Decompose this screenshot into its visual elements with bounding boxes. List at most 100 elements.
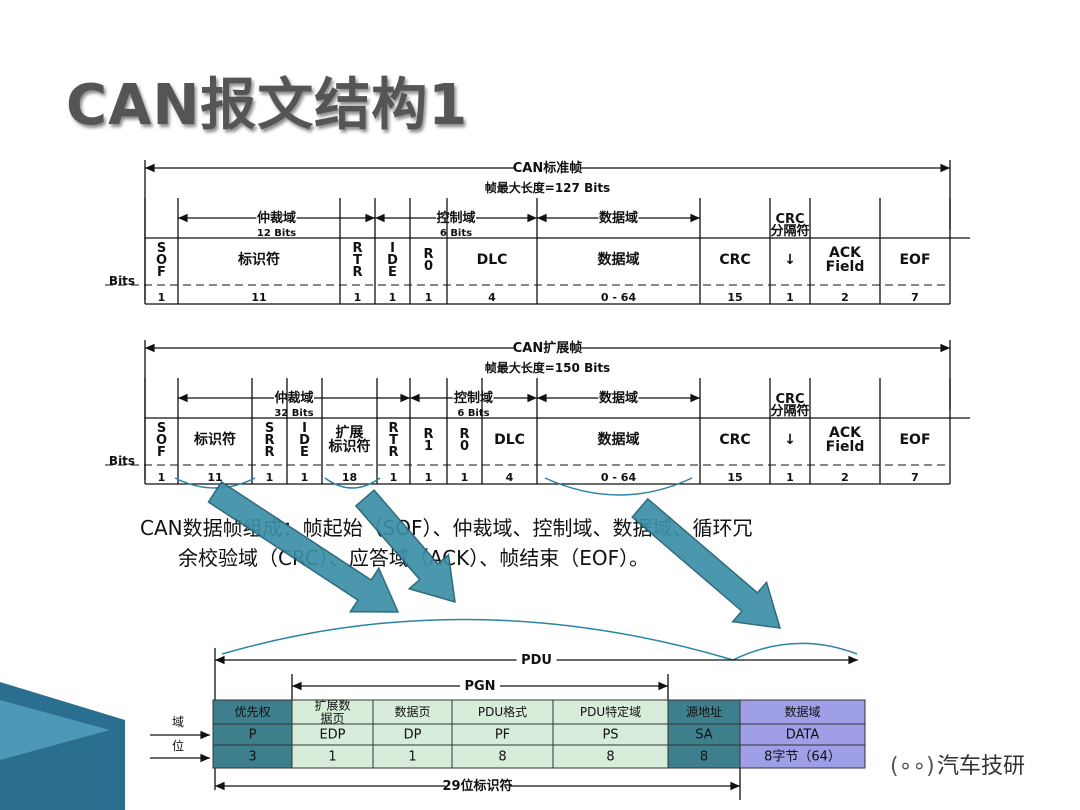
ext-frame-group-1-arrow-left bbox=[410, 393, 420, 403]
ext-frame-group-0-label: 仲裁域 bbox=[274, 390, 313, 406]
ext-frame-field-4-bits: 18 bbox=[342, 471, 357, 484]
brace-pdu-right bbox=[732, 642, 858, 661]
pgn-dim-label-bg bbox=[460, 677, 500, 695]
std-frame-group-1-arrow-right bbox=[527, 213, 537, 223]
j1939-bits-2: 1 bbox=[408, 749, 416, 764]
pdu-dim-label: PDU bbox=[521, 653, 552, 668]
ext-frame-group-2-arrow-left bbox=[537, 393, 547, 403]
j1939-header-4: PDU特定域 bbox=[580, 704, 641, 719]
std-frame-group-0-arrow-left bbox=[178, 213, 188, 223]
ext-frame-overall-label: CAN扩展帧 bbox=[513, 340, 582, 356]
row-label-bits: 位 bbox=[172, 738, 184, 753]
std-frame-group-0-size: 12 Bits bbox=[257, 228, 296, 239]
ext-frame-overall-arrow-left bbox=[145, 343, 155, 353]
std-frame-field-6-bits: 0 - 64 bbox=[601, 291, 637, 304]
std-frame-group-0-arrow-right bbox=[365, 213, 375, 223]
pgn-dim-arrow-right bbox=[658, 681, 668, 691]
ext-frame-field-8-label: DLC bbox=[494, 432, 525, 448]
j1939-abbrev-2: DP bbox=[404, 727, 422, 742]
pdu-dim-arrow-left bbox=[215, 655, 225, 665]
std-frame-maxlen: 帧最大长度=127 Bits bbox=[485, 180, 610, 195]
j1939-abbrev-4: PS bbox=[602, 727, 618, 742]
ext-frame-maxlen: 帧最大长度=150 Bits bbox=[485, 360, 610, 375]
id29-dim-label-bg bbox=[445, 777, 510, 795]
ext-frame-field-3-bits: 1 bbox=[301, 471, 309, 484]
ext-frame-field-9-bits: 0 - 64 bbox=[601, 471, 637, 484]
std-frame-field-10-bits: 7 bbox=[911, 291, 919, 304]
j1939-header-2: 数据页 bbox=[394, 704, 430, 719]
pdu-dim-arrow-right bbox=[848, 655, 858, 665]
ext-frame-overall-label-bg bbox=[515, 339, 580, 357]
std-frame-group-1-label: 控制域 bbox=[436, 210, 475, 226]
std-frame-field-2-bits: 1 bbox=[354, 291, 362, 304]
corner-decoration-light bbox=[0, 700, 110, 760]
pgn-dim-label: PGN bbox=[464, 679, 495, 694]
brace-pdu-left bbox=[221, 618, 734, 661]
j1939-header-5: 源地址 bbox=[686, 705, 722, 719]
ext-frame-field-12-bits: 2 bbox=[841, 471, 849, 484]
j1939-header-6: 数据域 bbox=[784, 704, 820, 719]
std-frame-overall-arrow-right bbox=[940, 163, 950, 173]
row-label-bits-arrowhead bbox=[200, 753, 210, 763]
j1939-bits-5: 8 bbox=[700, 749, 708, 764]
brace-ext-identifier bbox=[324, 477, 381, 489]
std-frame-field-7-label: CRC bbox=[719, 252, 750, 268]
slide-title: CAN报文结构1 bbox=[66, 73, 469, 138]
std-frame-field-0-bits: 1 bbox=[158, 291, 166, 304]
ext-frame-field-11-label: ↓ bbox=[784, 432, 796, 448]
j1939-header-1: 扩展数据页 bbox=[314, 698, 350, 726]
std-frame-field-9-bits: 2 bbox=[841, 291, 849, 304]
arrow-data bbox=[631, 497, 782, 629]
watermark: (∘∘) 汽车技研 bbox=[890, 748, 1025, 780]
ext-frame-group-2-label-bg bbox=[598, 389, 639, 407]
std-frame-field-10-label: EOF bbox=[899, 252, 930, 268]
std-frame-field-5-bits: 4 bbox=[488, 291, 496, 304]
j1939-bits-4: 8 bbox=[606, 749, 614, 764]
ext-frame-group-1-label: 控制域 bbox=[454, 390, 493, 406]
ext-frame-group-0-arrow-left bbox=[178, 393, 188, 403]
std-frame-field-4-bits: 1 bbox=[425, 291, 433, 304]
std-frame-field-1-label: 标识符 bbox=[237, 251, 280, 268]
std-frame-group-2-label-bg bbox=[598, 209, 639, 227]
ext-frame-group-1-size: 6 Bits bbox=[457, 408, 489, 419]
pgn-dim-arrow-left bbox=[292, 681, 302, 691]
ext-frame-field-13-bits: 7 bbox=[911, 471, 919, 484]
j1939-cell-4-0 bbox=[552, 699, 669, 725]
j1939-header-3: PDU格式 bbox=[478, 704, 527, 719]
brace-data bbox=[544, 477, 693, 496]
ext-frame-group-1-label-bg bbox=[453, 389, 494, 407]
std-frame-bits-label: Bits bbox=[109, 274, 135, 288]
arrow-identifier bbox=[207, 480, 400, 613]
std-frame-field-8-bits: 1 bbox=[786, 291, 794, 304]
j1939-cell-2-0 bbox=[372, 699, 453, 725]
ext-frame-field-10-label: CRC bbox=[719, 432, 750, 448]
j1939-cell-6-2 bbox=[739, 744, 866, 769]
ext-frame-field-0-bits: 1 bbox=[158, 471, 166, 484]
j1939-abbrev-1: EDP bbox=[319, 727, 345, 742]
j1939-bits-1: 1 bbox=[328, 749, 336, 764]
std-frame-field-5-label: DLC bbox=[477, 252, 508, 268]
std-frame-group-1-arrow-left bbox=[375, 213, 385, 223]
std-frame-overall-arrow-left bbox=[145, 163, 155, 173]
ext-frame-field-5-bits: 1 bbox=[390, 471, 398, 484]
ext-frame-group-1-arrow-right bbox=[527, 393, 537, 403]
j1939-bits-6: 8字节（64） bbox=[764, 749, 841, 764]
brace-identifier bbox=[174, 477, 256, 489]
ext-frame-field-11-bits: 1 bbox=[786, 471, 794, 484]
pdu-dim-label-bg bbox=[516, 651, 557, 669]
ext-frame-overall-arrow-right bbox=[940, 343, 950, 353]
ext-frame-field-2-bits: 1 bbox=[266, 471, 274, 484]
